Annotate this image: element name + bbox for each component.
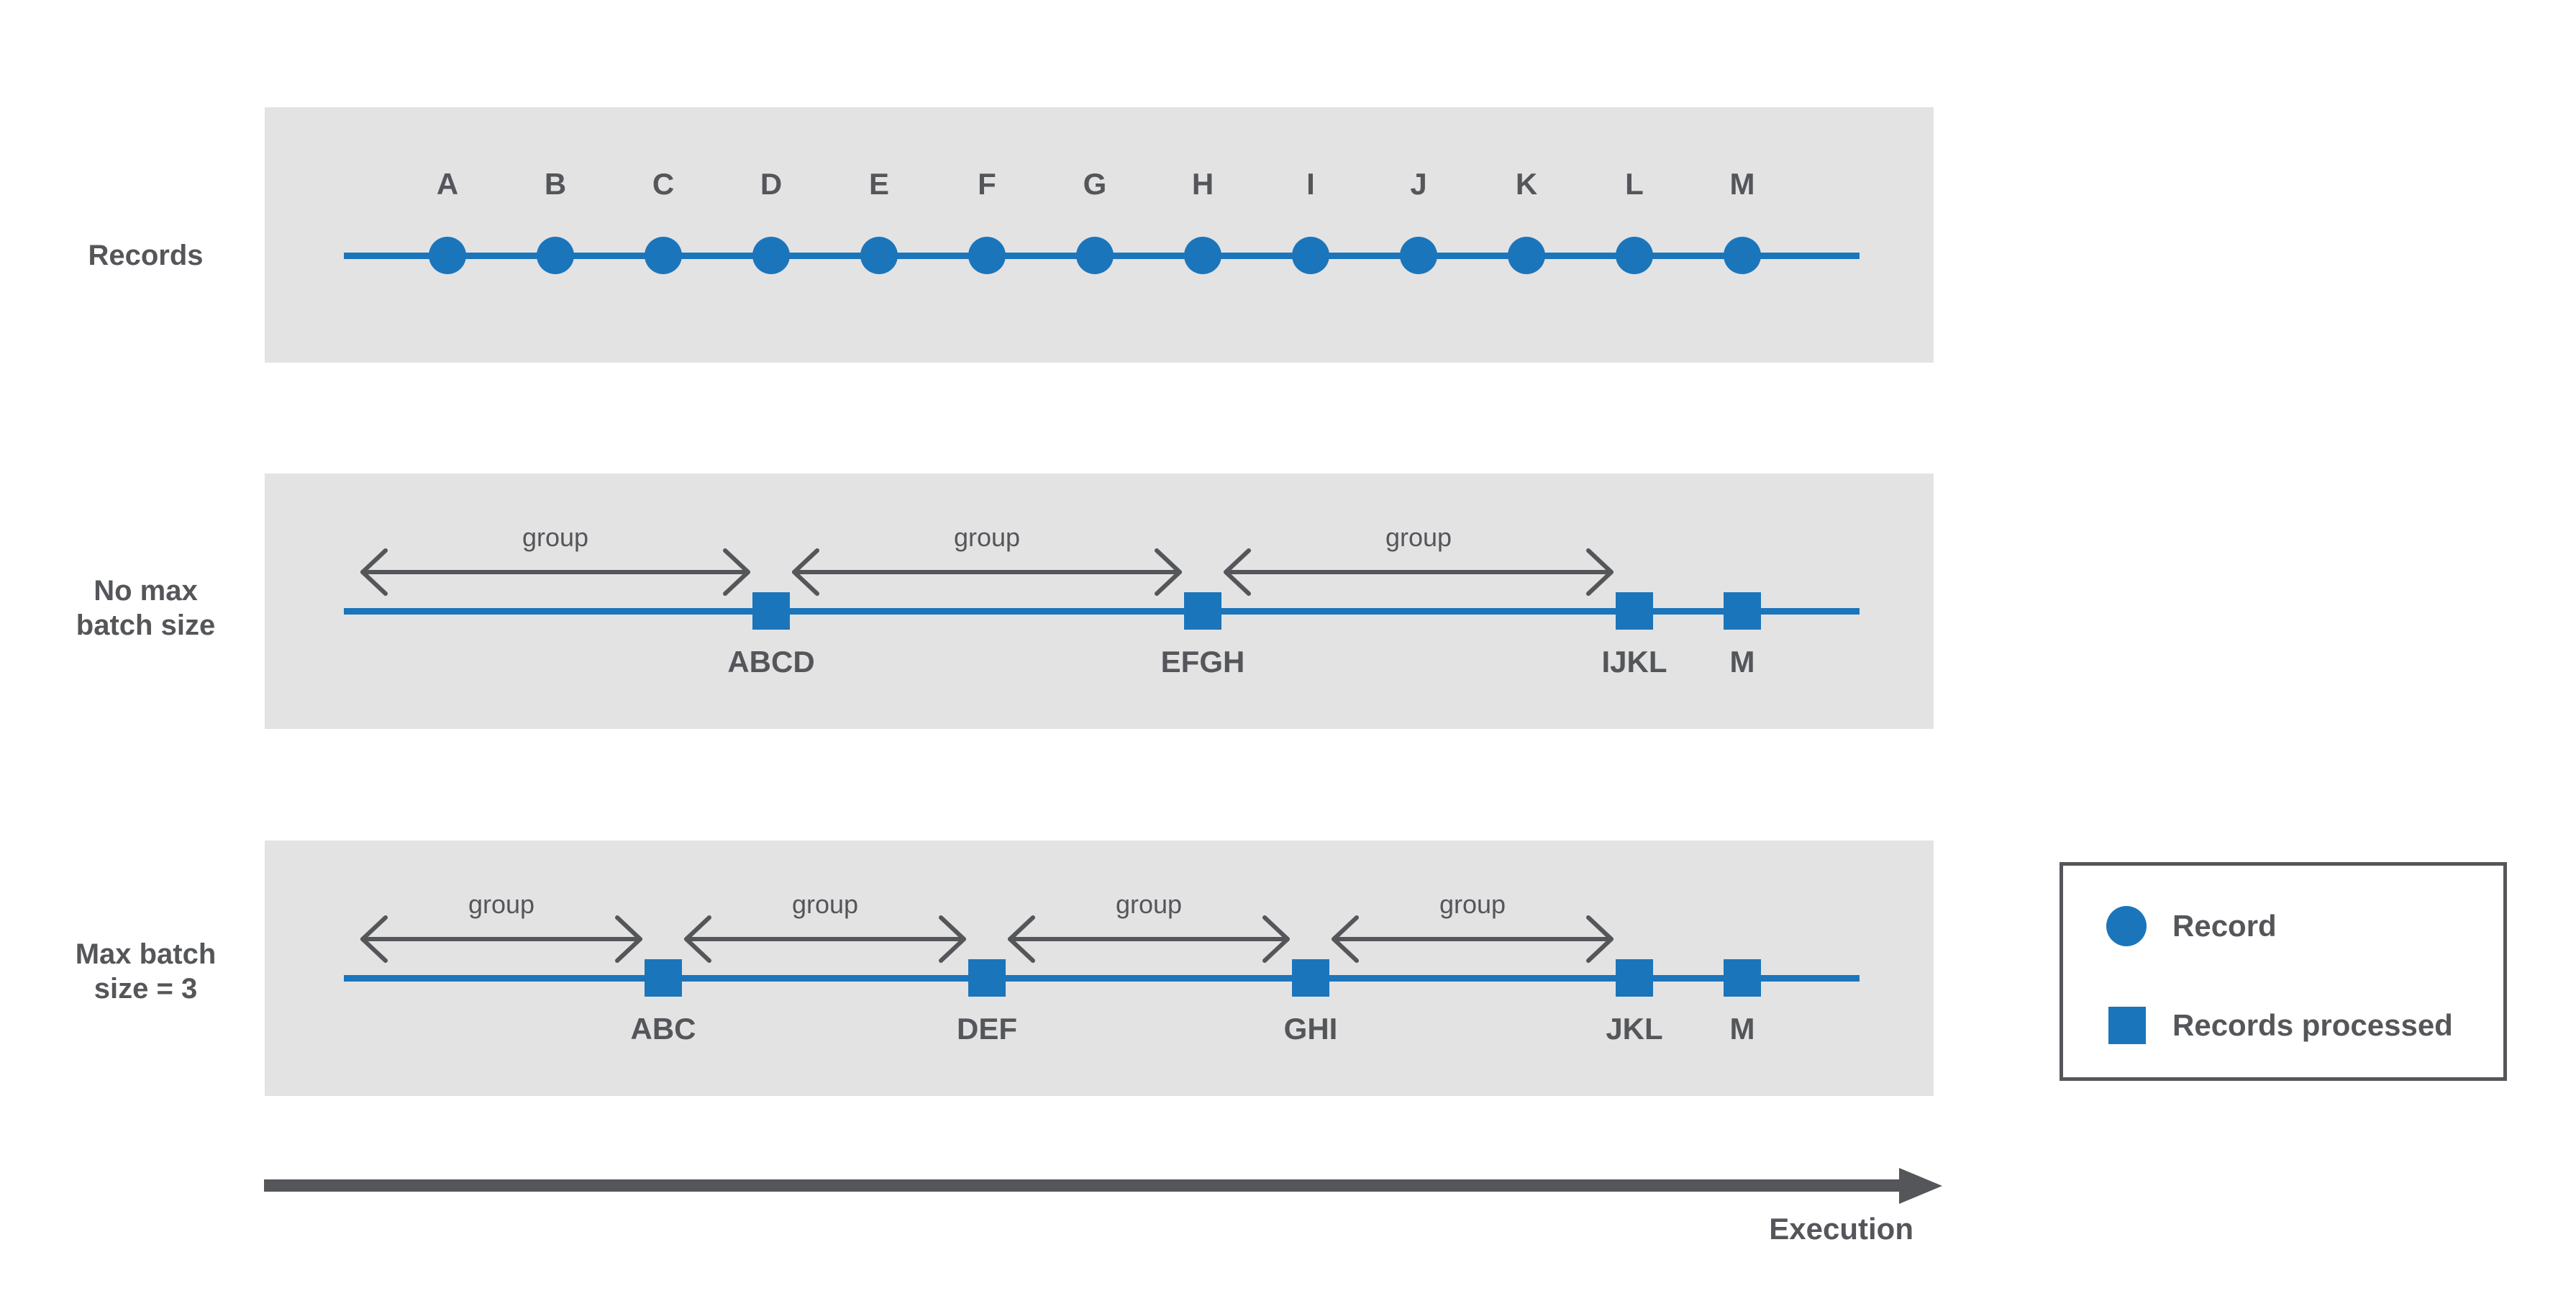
group-arrow-label: group (953, 522, 1021, 552)
batch-label-M: M (1729, 1012, 1755, 1046)
execution-arrow-shaft (264, 1179, 1899, 1192)
group-arrow (360, 546, 751, 598)
group-arrow-label: group (1439, 889, 1506, 919)
row-label-records: Records (88, 240, 204, 271)
group-arrow-label: group (1115, 889, 1183, 919)
execution-arrowhead-icon (1899, 1168, 1942, 1204)
timeline-max-batch-size-3 (344, 975, 1860, 982)
group-arrow (791, 546, 1183, 598)
record-letter-H: H (1191, 167, 1214, 201)
batch-marker-JKL (1616, 959, 1653, 997)
group-arrow (360, 913, 643, 965)
double-headed-arrow-icon (360, 548, 750, 596)
record-letter-K: K (1515, 167, 1538, 201)
record-letter-C: C (652, 167, 675, 201)
batch-marker-ABCD (752, 592, 790, 630)
batch-label-ABC: ABC (630, 1012, 696, 1046)
batch-marker-EFGH (1184, 592, 1221, 630)
record-dot-A (429, 237, 466, 274)
band-background-no-max-batch-size (265, 474, 1934, 729)
group-arrow-label: group (791, 889, 859, 919)
record-letter-J: J (1410, 167, 1427, 201)
record-dot-C (645, 237, 682, 274)
record-dot-M (1724, 237, 1761, 274)
batch-label-EFGH: EFGH (1160, 645, 1245, 679)
batch-marker-ABC (645, 959, 682, 997)
batch-label-JKL: JKL (1606, 1012, 1663, 1046)
double-headed-arrow-icon (1008, 915, 1290, 963)
group-arrow-label: group (522, 522, 589, 552)
double-headed-arrow-icon (360, 915, 642, 963)
batch-label-IJKL: IJKL (1601, 645, 1667, 679)
legend-records-processed-square-icon (2108, 1007, 2146, 1044)
record-dot-F (968, 237, 1006, 274)
record-dot-J (1400, 237, 1437, 274)
row-label-max-batch-size-3: Max batch size = 3 (75, 938, 217, 1005)
double-headed-arrow-icon (684, 915, 966, 963)
record-dot-H (1184, 237, 1221, 274)
record-letter-B: B (544, 167, 567, 201)
band-background-records (265, 107, 1934, 363)
legend-record-circle-icon (2106, 906, 2147, 946)
double-headed-arrow-icon (792, 548, 1182, 596)
batch-marker-M (1724, 592, 1761, 630)
double-headed-arrow-icon (1332, 915, 1614, 963)
record-dot-D (752, 237, 790, 274)
batch-marker-GHI (1292, 959, 1329, 997)
band-background-max-batch-size-3 (265, 840, 1934, 1096)
record-letter-E: E (868, 167, 889, 201)
double-headed-arrow-icon (1224, 548, 1614, 596)
batch-label-DEF: DEF (957, 1012, 1017, 1046)
execution-label: Execution (1769, 1212, 1913, 1246)
batch-label-ABCD: ABCD (727, 645, 815, 679)
timeline-no-max-batch-size (344, 608, 1860, 615)
group-arrow (1007, 913, 1291, 965)
record-letter-F: F (978, 167, 996, 201)
group-arrow-label: group (1385, 522, 1452, 552)
batch-marker-DEF (968, 959, 1006, 997)
record-letter-M: M (1729, 167, 1755, 201)
legend-item-label-record: Record (2172, 909, 2277, 943)
record-letter-L: L (1625, 167, 1644, 201)
row-label-no-max-batch-size: No max batch size (76, 575, 216, 641)
batch-marker-M (1724, 959, 1761, 997)
record-letter-D: D (760, 167, 783, 201)
record-letter-A: A (436, 167, 459, 201)
record-dot-K (1508, 237, 1545, 274)
legend-box: Record Records processed (2060, 862, 2507, 1081)
record-letter-I: I (1306, 167, 1315, 201)
batch-label-M: M (1729, 645, 1755, 679)
record-dot-B (537, 237, 574, 274)
batch-marker-IJKL (1616, 592, 1653, 630)
batch-label-GHI: GHI (1283, 1012, 1338, 1046)
legend-item-label-records-processed: Records processed (2172, 1008, 2453, 1042)
record-dot-E (860, 237, 898, 274)
group-arrow (1223, 546, 1614, 598)
record-dot-G (1076, 237, 1114, 274)
group-arrow (683, 913, 967, 965)
record-letter-G: G (1083, 167, 1107, 201)
record-dot-L (1616, 237, 1653, 274)
group-arrow-label: group (468, 889, 535, 919)
record-dot-I (1292, 237, 1329, 274)
group-arrow (1331, 913, 1614, 965)
